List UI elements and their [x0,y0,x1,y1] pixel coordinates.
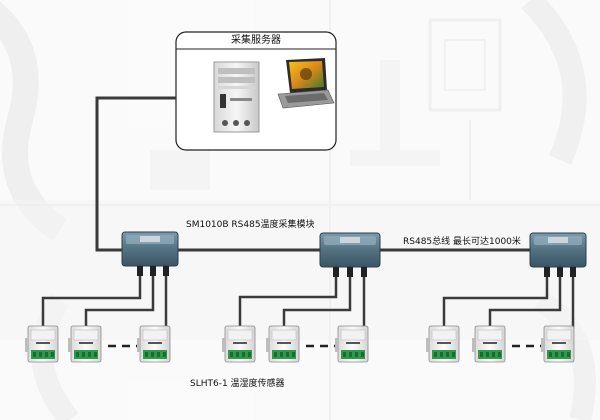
module-2 [319,232,381,277]
sensor-layer [25,325,575,363]
sensor-unit [137,325,171,363]
sensor-label: SLHT6-1 温湿度传感器 [190,379,285,389]
sensor-unit [222,325,256,363]
cable-server-to-module [95,96,176,252]
sensor-cables [41,276,575,328]
sensor-unit [541,325,575,363]
sensor-unit [68,325,102,363]
module-1 [121,231,179,276]
bus-label: RS485总线 最长可达1000米 [403,237,521,247]
sensor-unit [426,325,460,363]
computer-tower-icon [213,61,260,133]
sensor-unit [472,325,506,363]
sensor-unit [266,325,300,363]
module-label: SM1010B RS485温度采集模块 [186,220,315,230]
server-title: 采集服务器 [231,35,281,46]
module-3 [529,232,587,277]
laptop-icon [277,58,335,109]
sensor-unit [25,325,59,363]
sensor-unit [335,325,369,363]
